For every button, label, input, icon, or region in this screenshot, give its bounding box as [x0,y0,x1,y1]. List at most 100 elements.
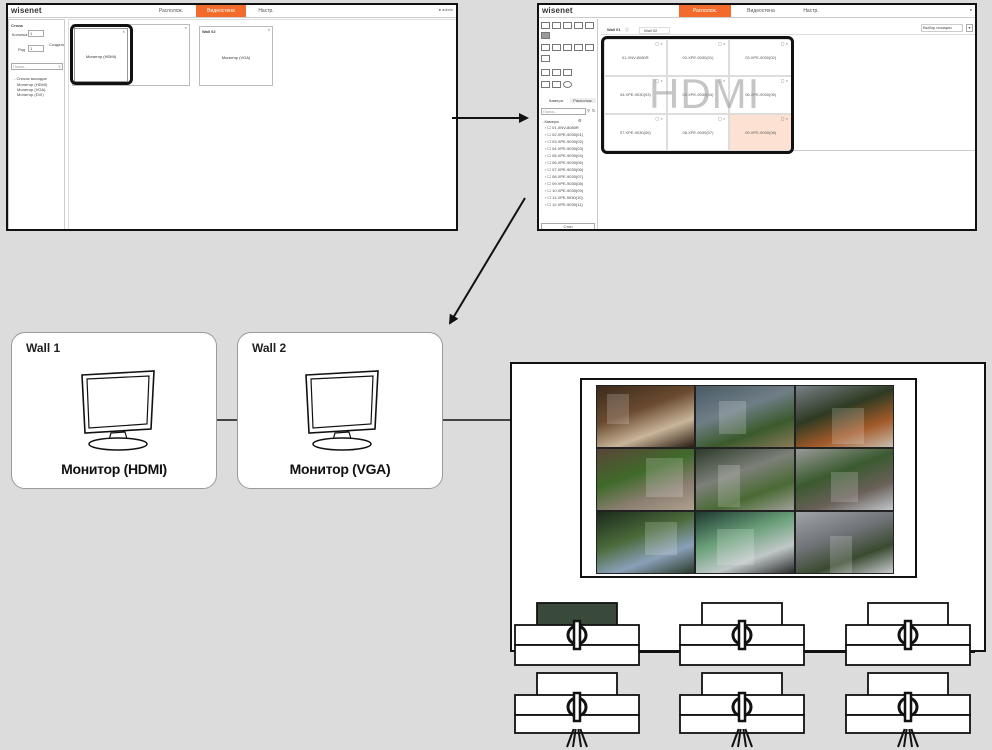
search-icon[interactable]: ⚲ [58,64,61,69]
highlight-hdmi-monitor [70,24,133,85]
grid-cell[interactable]: ▢ ×01.XNV-8080R [604,39,667,77]
search-input[interactable]: Поиск... ⚲ [11,63,63,70]
user-icon[interactable]: ● [969,7,972,12]
row-select[interactable]: 1 [28,45,44,52]
camera-item[interactable]: › ☐ 06.XPE-9030(05) [545,160,584,165]
tab-settings[interactable]: Настр. [258,8,274,14]
output-item[interactable]: Монитор (HDMI) [17,82,48,87]
camera-item[interactable]: › ☐ 11.XPE-9030(10) [545,195,583,200]
layout-a-icon[interactable] [541,44,550,51]
dropdown-chevron-icon[interactable]: ▾ [966,24,973,32]
layout-1-icon[interactable] [541,22,550,29]
layout-9-icon[interactable] [563,22,572,29]
hdmi-monitor-card[interactable]: × Монитор (HDMI) [74,28,128,82]
monitor-icon [81,370,155,451]
cell-close-icon[interactable]: ▢ × [780,115,788,121]
cell-close-icon[interactable]: ▢ × [655,78,663,84]
create-button[interactable]: Создать [49,42,65,47]
layout-b-icon[interactable] [552,44,561,51]
monitor-small-icon[interactable] [541,81,550,88]
tab-videowall[interactable]: Видеостена [747,8,775,14]
cell-camera-label: 06.XPE-9030(05) [745,92,777,98]
layout-i-icon[interactable] [563,69,572,76]
cell-close-icon[interactable]: ▢ × [655,115,663,121]
camera-mount-icon [903,691,913,723]
layout-16-icon[interactable] [574,22,583,29]
cell-close-icon[interactable]: ▢ × [718,78,726,84]
sidebar-tab-layout[interactable]: Располож. [570,98,596,103]
grid-cell[interactable]: ▢ × 08.XPE-9030(07) [666,113,730,151]
stand-leg [737,728,742,748]
layout-h-icon[interactable] [552,69,561,76]
grid-cell[interactable]: ▢ × 05.XPE-9030(04) [666,76,730,114]
camera-item[interactable]: › ☐ 05.XPE-9030(04) [545,153,584,158]
layout-c-icon[interactable] [563,44,572,51]
search-icon[interactable]: ⚲ [587,108,590,113]
camera-feed-tile [696,449,794,510]
select-position-dropdown[interactable]: Выбор позиции [921,24,963,32]
grid-cell[interactable]: ▢ × 02.XPE-9030(01) [666,39,730,77]
stop-button[interactable]: Стоп [541,223,595,229]
camera-item[interactable]: › ☐ 07.XPE-9030(06) [545,167,584,172]
scene-shape [718,465,741,507]
cell-camera-label: 02.XPE-9030(01) [682,55,714,61]
camera-item[interactable]: › ☐ 01.XNV-8080R [545,125,579,130]
camera-item[interactable]: › ☐ 12.XPE-9030(11) [545,202,583,207]
copy-icon[interactable] [552,81,561,88]
camera-item[interactable]: › ☐ 08.XPE-9030(07) [545,174,584,179]
user-menu[interactable]: ● admin [438,7,453,12]
layout-36-icon[interactable] [541,32,550,39]
camera-tools-icon[interactable]: ⚙ [578,118,582,123]
camera-item[interactable]: › ☐ 04.XPE-9030(03) [545,146,584,151]
tab-videowall[interactable]: Видеостена [196,5,246,17]
highlight-grid [601,36,794,154]
close-icon[interactable]: × [184,25,187,30]
cell-close-icon[interactable]: ▢ × [718,115,726,121]
tab-settings[interactable]: Настр. [803,8,819,14]
output-item[interactable]: Монитор (DVI) [17,92,44,97]
column-select[interactable]: 1 [28,30,44,37]
stand-leg [731,728,740,748]
sidebar-tab-camera[interactable]: Камера [549,98,563,103]
wall-2-panel[interactable]: Wall 02 × Монитор (VGA) [199,26,273,86]
grid-cell[interactable]: ▢ ×09.XPE-9030(08) [729,113,792,151]
wall-1-card: Wall 1 Монитор (HDMI) [11,332,217,489]
grid-cell[interactable]: ▢ ×07.XPE-9030(06) [604,113,667,151]
camera-item[interactable]: › ☐ 09.XPE-9030(08) [545,181,584,186]
camera-search-input[interactable]: Поиск... [541,108,586,115]
camera-mount-icon [903,619,913,651]
info-icon: ⓘ [625,27,629,32]
camera-item[interactable]: › ☐ 02.XPE-9030(01) [545,132,584,137]
layout-g-icon[interactable] [541,69,550,76]
tab-layout[interactable]: Располож. [679,5,731,17]
layout-e-icon[interactable] [585,44,594,51]
logo: wisenet [542,6,573,15]
layout-4-icon[interactable] [552,22,561,29]
layout-25-icon[interactable] [585,22,594,29]
tab-wall-01[interactable]: Wall 01 [607,27,621,32]
output-item[interactable]: Монитор (VGA) [17,87,46,92]
stand-leg [744,728,753,748]
tab-layout[interactable]: Располож. [158,8,184,14]
layout-d-icon[interactable] [574,44,583,51]
logo: wisenet [11,6,42,15]
cell-close-icon[interactable]: ▢ × [780,41,788,46]
layout-f-icon[interactable] [541,55,550,62]
tab-wall-02[interactable]: Wall 02 [639,27,671,34]
sidebar-title: Стена [11,23,23,28]
stand-leg [577,728,582,748]
camera-item[interactable]: › ☐ 03.XPE-9030(02) [545,139,584,144]
refresh-icon[interactable]: ↻ [592,108,596,113]
camera-item[interactable]: › ☐ 10.XPE-9030(09) [545,188,584,193]
cell-camera-label: 08.XPE-9030(07) [682,129,714,135]
ptz-icon[interactable] [563,81,572,88]
close-icon[interactable]: × [122,29,125,34]
cell-close-icon[interactable]: ▢ × [718,41,726,46]
cell-close-icon[interactable]: ▢ × [655,41,663,46]
grid-cell[interactable]: ▢ ×04.XPE-9030(03) [604,76,667,114]
output-list-title: - Список выходов [14,76,47,81]
cell-camera-label: 05.XPE-9030(04) [682,92,714,98]
cell-close-icon[interactable]: ▢ × [780,78,788,84]
layout-sidebar: Камера Располож. Поиск... ⚲ ↻ - Камеры ⚙… [539,19,598,229]
close-icon[interactable]: × [267,27,270,32]
